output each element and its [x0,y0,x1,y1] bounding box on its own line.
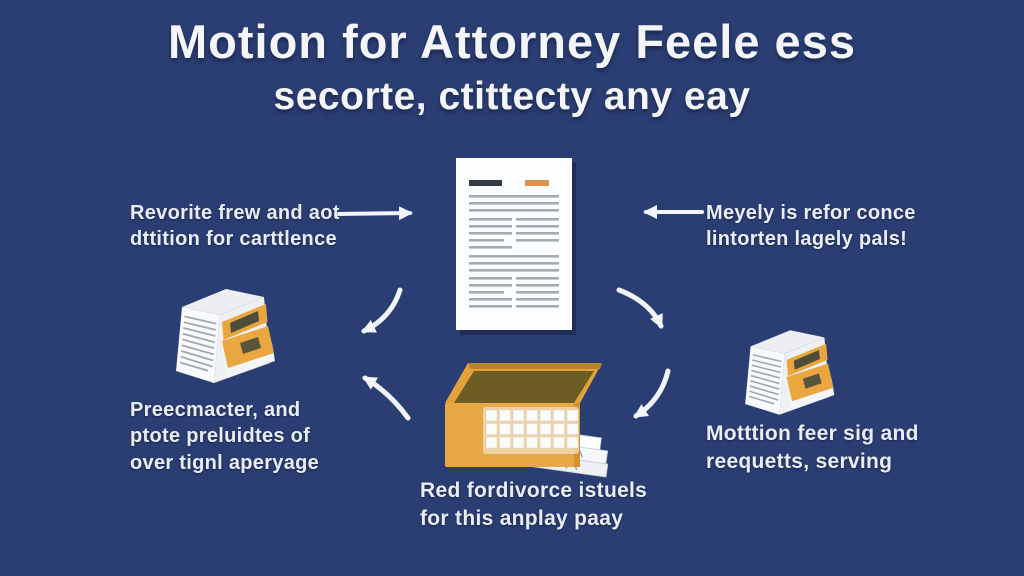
label-top-left: Revorite frew and aot dttition for cartt… [130,200,340,253]
motion-document-icon [456,158,576,335]
label-line: over tignl aperyage [130,451,320,474]
label-bottom-right: Motttion feer sig and reequetts, serving [706,420,919,475]
curved-arrow-bottom-right-to-box [633,368,671,419]
label-line: Red fordivorce istuels [420,479,648,502]
arrow-left-text-to-document [334,206,413,221]
document-stack-with-orange-tag-icon [744,329,836,416]
label-line: Revorite frew and aot [130,202,340,224]
title-line-1: Motion for Attorney Feele ess [168,15,856,68]
label-line: Motttion feer sig and [706,422,919,445]
curved-arrow-box-to-bottom-left [362,375,411,421]
label-line: reequetts, serving [706,449,893,473]
label-line: Meyely is refor conce [706,202,916,224]
title-line-2: secorte, ctittecty any eay [273,75,751,118]
open-orange-box-with-receipts-icon [445,363,609,478]
label-bottom-left: Preecmacter, and ptote preluidtes of ove… [130,397,319,476]
label-line: for this anplay paay [420,506,624,530]
curved-arrow-document-to-bottom-left [361,287,403,334]
label-bottom-center: Red fordivorce istuels for this anplay p… [420,477,647,532]
label-line: Preecmacter, and [130,399,301,421]
keypad-grid-icon [485,409,579,449]
label-line: dttition for carttlence [130,228,337,251]
document-stack-with-orange-tag-icon [175,288,276,384]
curved-arrow-document-to-bottom-right [616,287,664,329]
label-top-right: Meyely is refor conce lintorten lagely p… [706,200,916,253]
label-line: ptote preluidtes of [130,425,311,448]
label-line: lintorten lagely pals! [706,228,908,251]
